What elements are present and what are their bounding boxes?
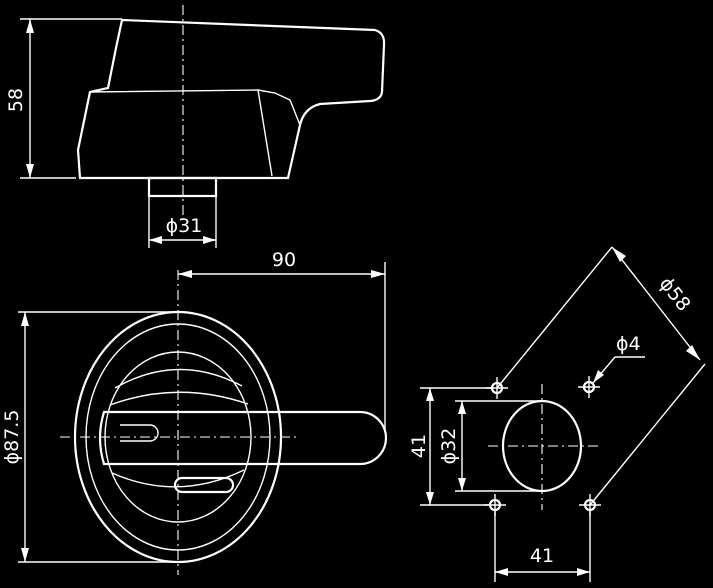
- knob-side-lip: [107, 47, 117, 89]
- dim-58-label: 58: [5, 88, 27, 112]
- dim-phi31-label: ϕ31: [166, 215, 203, 237]
- dim-41-horizontal: 41: [494, 510, 591, 582]
- dim-phi87-5-label: ϕ87.5: [1, 410, 23, 465]
- dim-41-vertical-label: 41: [408, 434, 430, 458]
- handle-lever: [98, 410, 388, 466]
- shaft-side: [147, 176, 218, 198]
- grip-arc-top: [114, 368, 243, 389]
- dim-41-vertical: 41: [408, 387, 492, 506]
- knob-side-inner-edge: [257, 89, 273, 177]
- dim-phi4: ϕ4: [592, 333, 645, 384]
- knob-side-outline: [76, 18, 386, 180]
- dim-58: 58: [5, 18, 122, 179]
- dim-phi87-5: ϕ87.5: [1, 311, 180, 563]
- dim-phi31: ϕ31: [148, 196, 217, 248]
- side-view: 58 ϕ31: [5, 5, 386, 248]
- dim-90-label: 90: [272, 249, 296, 271]
- dim-90: 90: [178, 249, 386, 432]
- mounting-view: ϕ58 ϕ4 ϕ32 41: [408, 246, 706, 582]
- front-view: 90 ϕ87.5: [1, 249, 388, 575]
- dim-phi32: ϕ32: [438, 400, 542, 492]
- handle-notch: [173, 476, 235, 494]
- handle-tip: [120, 424, 159, 442]
- grip-arc-top-2: [109, 391, 249, 406]
- dim-phi4-label: ϕ4: [616, 333, 641, 355]
- grip-arc-bottom: [111, 469, 245, 488]
- knob-side-step: [89, 89, 301, 126]
- dim-41-horizontal-label: 41: [530, 545, 554, 567]
- dim-phi32-label: ϕ32: [438, 428, 460, 465]
